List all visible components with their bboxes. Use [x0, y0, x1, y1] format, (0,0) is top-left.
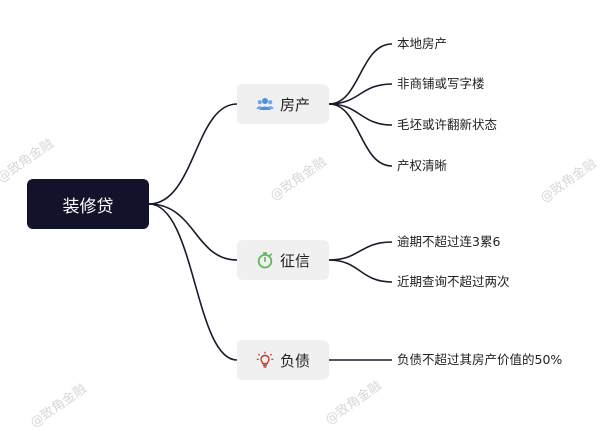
stopwatch-icon: [257, 252, 273, 269]
connector-b1-leaf-1: [328, 43, 393, 105]
connector-b1-leaf-4: [328, 103, 393, 167]
leaf-node[interactable]: 毛坯或许翻新状态: [397, 117, 498, 132]
branch-node-label: 征信: [279, 251, 310, 270]
branch-node-credit[interactable]: 征信: [237, 240, 329, 280]
people-icon: [256, 98, 274, 110]
connector-root-branch-1: [148, 103, 238, 205]
connector-root-branch-2: [148, 203, 238, 261]
connector-b1-leaf-3: [328, 103, 393, 126]
branch-node-label: 负债: [279, 351, 310, 370]
leaf-node[interactable]: 逾期不超过连3累6: [397, 234, 501, 249]
leaf-node[interactable]: 本地房产: [397, 36, 448, 51]
leaf-node[interactable]: 产权清晰: [397, 158, 448, 173]
connector-root-branch-3: [148, 203, 238, 361]
branch-node-property[interactable]: 房产: [237, 84, 329, 124]
lightbulb-icon: [256, 351, 274, 368]
mindmap-connectors: [148, 43, 393, 361]
connector-b2-leaf-1: [328, 241, 393, 261]
root-node[interactable]: 装修贷: [27, 179, 149, 229]
leaf-node[interactable]: 负债不超过其房产价值的50%: [397, 352, 563, 367]
leaf-node[interactable]: 非商铺或写字楼: [397, 76, 485, 91]
connector-b2-leaf-2: [328, 259, 393, 283]
branch-node-label: 房产: [279, 95, 310, 114]
connector-b1-leaf-2: [328, 83, 393, 105]
branch-node-debt[interactable]: 负债: [237, 340, 329, 380]
leaf-node[interactable]: 近期查询不超过两次: [397, 274, 510, 289]
root-node-label: 装修贷: [62, 196, 114, 217]
